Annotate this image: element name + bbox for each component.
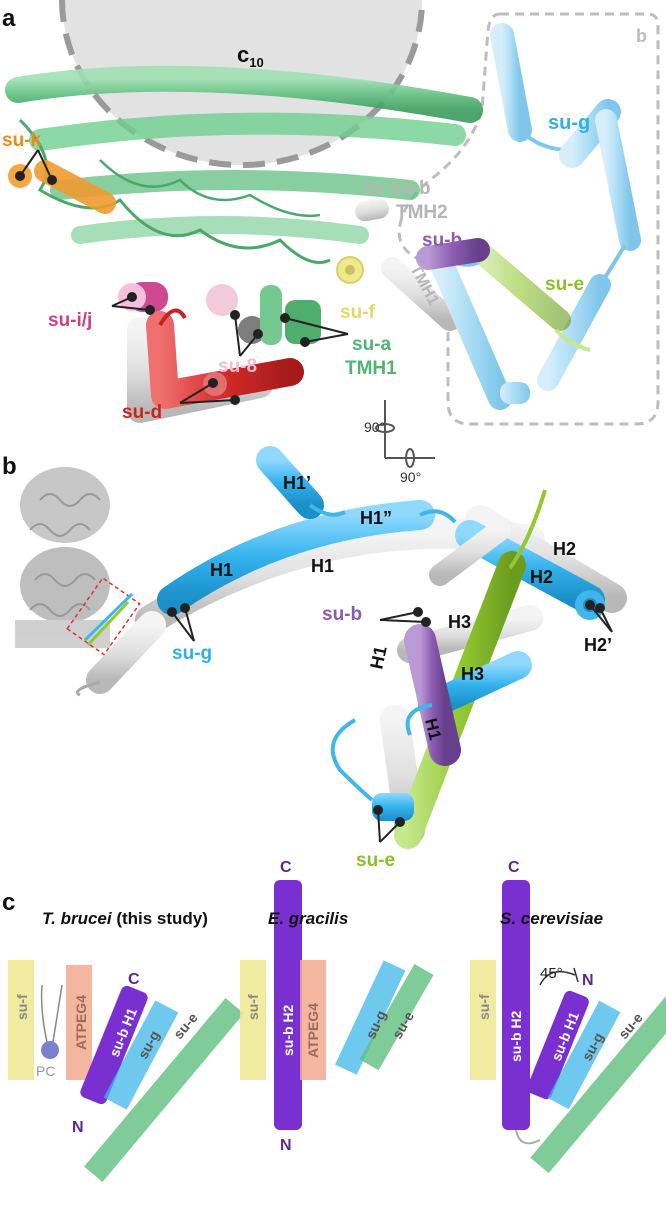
col1-n: N [72,1119,84,1136]
h1-purple-label: H1 [421,716,445,742]
su-b-label-b: su-b [322,604,362,625]
su-b-h1-helix [404,624,461,766]
su-f-label: su-f [340,302,376,323]
sc-tmh1 [381,257,461,331]
blue-h1-helix [157,500,435,615]
panel-c-letter: c [2,889,15,916]
col1-su-f: su-f [14,994,30,1020]
h2p-label: H2’ [584,635,612,655]
col-t-brucei: T. brucei (this study) su-f PC ATPEG4 su… [8,909,244,1182]
su-8-cap-a [206,284,238,316]
inset-ref-b: b [636,26,647,46]
title-e-gracilis: E. gracilis [268,909,348,928]
col3-angle: 45° [540,965,563,982]
su-k-label: su-k [2,130,42,151]
su-d-red [146,311,304,409]
su-b-label-a: su-b [422,230,462,251]
panel-b-letter: b [2,453,17,480]
su-e-label-b: su-e [356,850,395,871]
title-t-brucei: T. brucei (this study) [42,909,208,928]
col1-pc: PC [36,1063,55,1079]
h3-grey-label: H3 [448,612,471,632]
col1-atpeg4: ATPEG4 [73,995,89,1050]
su-a-label: su-a [352,334,392,355]
panel-a-leaders [15,149,349,405]
h1-left-label: H1 [366,644,390,671]
col-e-gracilis: E. gracilis su-f su-b H2 ATPEG4 su-g su-… [240,859,434,1154]
su-k-helix [33,160,117,214]
panel-c: c T. brucei (this study) su-f PC ATPEG4 … [2,859,666,1182]
sc-su-b-cyl [355,198,389,222]
col2-su-f: su-f [245,994,261,1020]
thumbnail-highlight [66,576,141,656]
col-s-cerevisiae: S. cerevisiae su-f su-b H2 su-b H1 su-g … [470,859,666,1174]
col1-c: C [128,971,140,988]
col2-atpeg4: ATPEG4 [305,1003,321,1058]
su-d-label: su-d [122,402,162,423]
sc-su-b-label: Sc su-b [362,178,431,199]
col2-n: N [280,1137,292,1154]
h2-grey-label: H2 [553,539,576,559]
col3-c: C [508,859,520,876]
su-g-label-b: su-g [172,643,212,664]
su-a-helix-1 [5,65,483,123]
su-a-helix-3 [50,170,420,200]
panel-a: a c10 b su-k su-g Sc su-b TMH2 su-b su-e… [2,0,660,485]
rot-label-top: 90° [364,419,385,435]
su-a-helix-4 [71,216,369,244]
tmh2-label: TMH2 [396,202,448,223]
h1pp-label: H1” [360,508,392,528]
panel-b-leaders [167,600,613,843]
col3-n: N [582,972,594,989]
h3-blue-label: H3 [461,664,484,684]
su-ij-label: su-i/j [48,310,92,331]
c10-label: c10 [237,42,264,70]
su-a-loops-2 [99,159,321,217]
h1-blue-label: H1 [210,560,233,580]
h1p-label: H1’ [283,473,311,493]
su-a-helix-2 [29,112,466,151]
su-e-inset [467,239,571,331]
panel-a-letter: a [2,5,16,32]
su-g-bottom-cyl [372,793,414,821]
su-8-label: su-8 [218,356,257,377]
title-s-cerevisiae: S. cerevisiae [500,909,603,928]
blue-h1p-helix [256,446,324,519]
col3-su-f: su-f [476,994,492,1020]
su-e-label-a: su-e [545,274,584,295]
col2-su-b-h2: su-b H2 [280,1004,296,1056]
rotation-axes [375,400,435,468]
rot-label-bot: 90° [400,469,421,485]
col2-c: C [280,859,292,876]
h2-blue-label: H2 [530,567,553,587]
su-g-label-a: su-g [548,112,590,134]
panel-b: b H1’ H1” H1 H1 H2 H2 H3 H3 H2’ su-b su-… [2,446,627,871]
su-a-tmh1-label: TMH1 [345,358,397,379]
complex-thumbnail [15,467,110,648]
su-b-inset [416,238,490,270]
su-g-inset [490,23,532,142]
h1-grey-label: H1 [311,556,334,576]
col3-su-b-h2: su-b H2 [508,1010,524,1062]
